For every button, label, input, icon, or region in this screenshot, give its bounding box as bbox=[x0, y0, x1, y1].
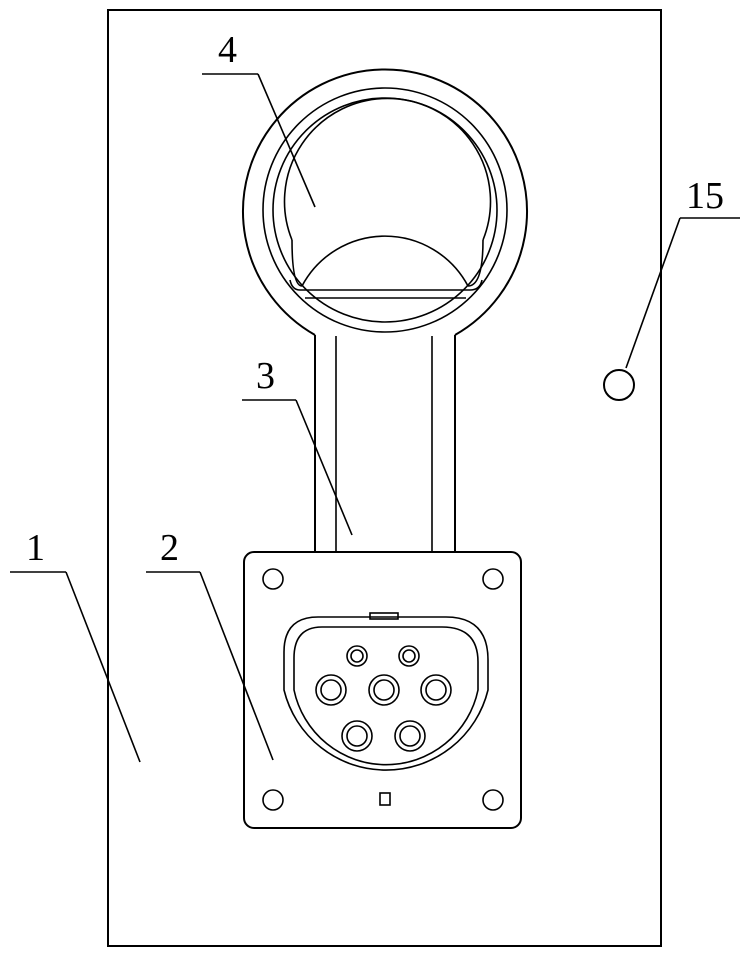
cap-ring bbox=[242, 68, 528, 336]
label-socket: 2 bbox=[160, 527, 179, 569]
label-strap: 3 bbox=[256, 355, 275, 397]
mount-hole bbox=[262, 789, 284, 811]
strap bbox=[314, 335, 456, 552]
mount-hole bbox=[482, 789, 504, 811]
label-panel: 1 bbox=[26, 527, 45, 569]
mount-hole bbox=[262, 568, 284, 590]
socket-plate bbox=[243, 551, 522, 829]
panel-outline bbox=[107, 9, 662, 947]
key-notch bbox=[379, 792, 391, 806]
label-indicator: 15 bbox=[686, 175, 724, 217]
label-cap: 4 bbox=[218, 29, 237, 71]
socket-housing bbox=[283, 616, 489, 771]
mount-hole bbox=[482, 568, 504, 590]
key-tab bbox=[369, 612, 399, 620]
indicator-dot bbox=[603, 369, 635, 401]
socket-pins bbox=[315, 645, 452, 752]
leader-lines bbox=[10, 73, 740, 763]
